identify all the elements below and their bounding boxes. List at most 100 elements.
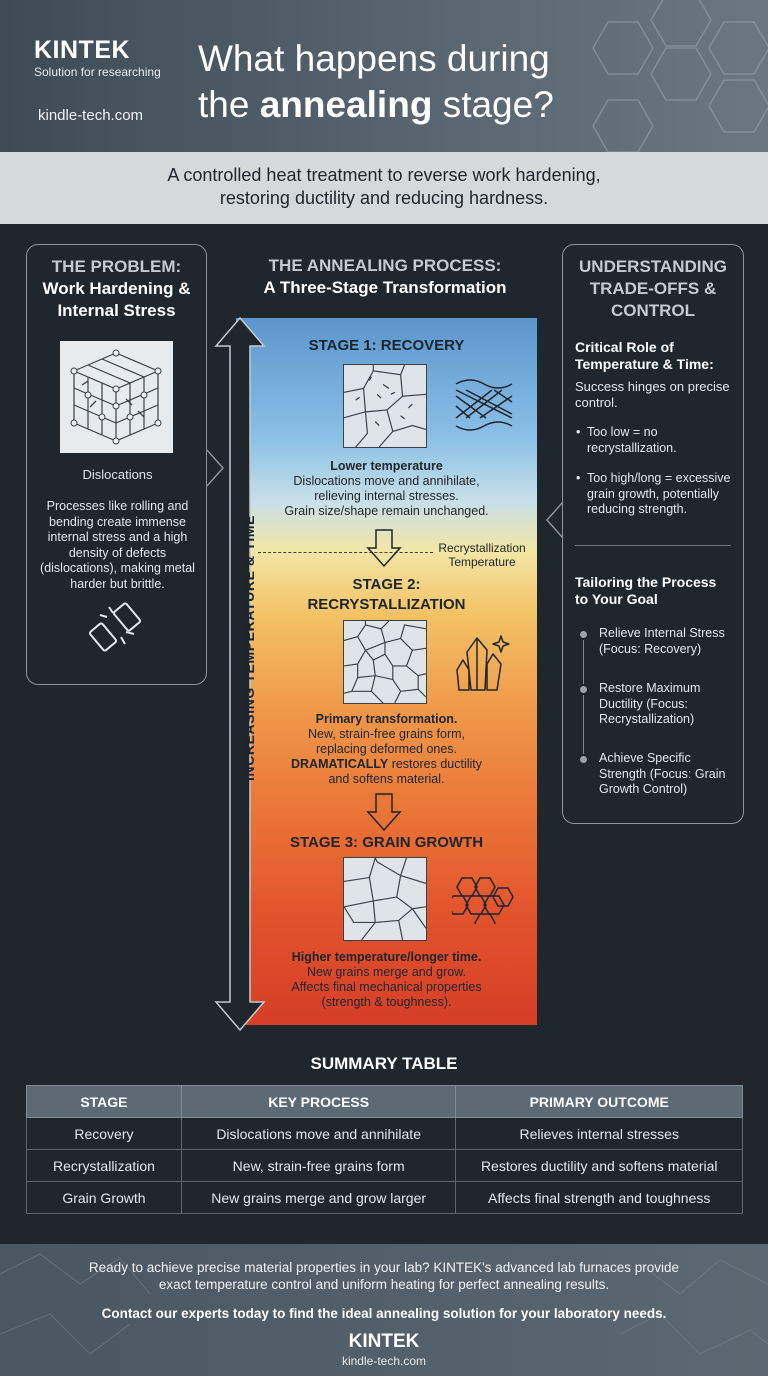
table-cell: Affects final strength and toughness xyxy=(455,1181,743,1214)
table-cell: New grains merge and grow larger xyxy=(180,1181,457,1214)
tradeoffs-heading-3: CONTROL xyxy=(610,301,696,320)
table-cell: Recovery xyxy=(26,1117,182,1150)
goal-timeline xyxy=(583,635,584,763)
title-line-2-pre: the xyxy=(198,84,260,125)
problem-panel: THE PROBLEM: Work Hardening & Internal S… xyxy=(26,244,207,685)
title-emphasis: annealing xyxy=(259,84,433,125)
critical-text-2: control. xyxy=(575,395,618,410)
table-row: Grain Growth New grains merge and grow l… xyxy=(26,1181,743,1214)
hexagon-cluster-icon xyxy=(452,877,514,924)
header-banner: KINTEK Solution for researching kindle-t… xyxy=(0,0,768,152)
recrystallization-temperature-label: Recrystallization Temperature xyxy=(432,541,532,569)
bullet-2-b: grain growth, potentially xyxy=(587,486,720,501)
table-row: Recrystallization New, strain-free grain… xyxy=(26,1149,743,1182)
axis-arrow-icon xyxy=(214,316,266,1032)
footer-brand-logo: KINTEK xyxy=(348,1331,420,1352)
bullet-too-low: Too low = no recrystallization. xyxy=(575,425,735,456)
goal-3: Achieve Specific Strength (Focus: Grain … xyxy=(599,751,735,798)
page-title: What happens during the annealing stage? xyxy=(198,36,554,128)
stage-3-title: STAGE 3: GRAIN GROWTH xyxy=(289,834,484,851)
process-heading: THE ANNEALING PROCESS: A Three-Stage Tra… xyxy=(245,255,525,299)
stage-2-grain-image xyxy=(343,620,427,704)
table-row: Recovery Dislocations move and annihilat… xyxy=(26,1117,743,1150)
stage-1-desc-3: Grain size/shape remain unchanged. xyxy=(284,504,489,518)
goal-2-b: Ductility (Focus: xyxy=(599,696,688,711)
stage-2-desc-3-bold: DRAMATICALLY xyxy=(291,757,389,771)
down-arrow-icon-2 xyxy=(366,793,402,832)
dislocation-lattice-icon xyxy=(60,341,173,453)
tailor-title-1: Tailoring the Process xyxy=(575,574,717,590)
goal-dot-1 xyxy=(578,629,589,640)
goal-1-a: Relieve Internal Stress xyxy=(599,626,725,640)
goal-dot-2 xyxy=(578,684,589,695)
tradeoffs-heading-1: UNDERSTANDING xyxy=(579,257,727,276)
stage-2-desc-2: replacing deformed ones. xyxy=(315,742,458,756)
stage-1-desc-1: Dislocations move and annihilate, xyxy=(293,474,480,488)
brand-tagline: Solution for researching xyxy=(34,65,161,79)
recrystallization-line xyxy=(258,552,433,553)
table-header-key-process: KEY PROCESS xyxy=(180,1085,457,1118)
table-cell: New, strain-free grains form xyxy=(180,1149,457,1182)
stage-2-lead: Primary transformation. xyxy=(315,712,458,726)
table-cell: Dislocations move and annihilate xyxy=(180,1117,457,1150)
footer-banner xyxy=(0,1244,768,1376)
stage-1-description: Lower temperature Dislocations move and … xyxy=(236,459,537,519)
pointer-left xyxy=(206,449,225,487)
table-header-row: STAGE KEY PROCESS PRIMARY OUTCOME xyxy=(26,1085,743,1118)
crystal-icon xyxy=(456,635,510,691)
table-cell: Recrystallization xyxy=(26,1149,182,1182)
website-link[interactable]: kindle-tech.com xyxy=(38,107,144,124)
critical-role-text: Success hinges on precise control. xyxy=(575,379,730,411)
goal-dot-3 xyxy=(578,754,589,765)
stage-3-lead: Higher temperature/longer time. xyxy=(291,950,482,964)
bullet-1-a: Too low = no xyxy=(587,425,658,439)
stage-3-desc-1: New grains merge and grow. xyxy=(306,965,467,979)
critical-role-title: Critical Role of Temperature & Time: xyxy=(575,339,714,373)
footer-text: Ready to achieve precise material proper… xyxy=(60,1259,708,1293)
summary-table: STAGE KEY PROCESS PRIMARY OUTCOME Recove… xyxy=(26,1085,743,1214)
goal-2: Restore Maximum Ductility (Focus: Recrys… xyxy=(599,681,735,728)
stage-2-description: Primary transformation. New, strain-free… xyxy=(236,712,537,787)
stage-2-desc-3-rest: restores ductility xyxy=(388,757,482,771)
stage-1-grain-image xyxy=(343,364,427,448)
table-cell: Relieves internal stresses xyxy=(455,1117,743,1150)
subtitle-band: A controlled heat treatment to reverse w… xyxy=(0,152,768,224)
hexagon-pattern-icon xyxy=(592,0,768,152)
goal-2-a: Restore Maximum xyxy=(599,681,701,695)
stage-2-title: STAGE 2: RECRYSTALLIZATION xyxy=(236,575,537,615)
down-arrow-icon xyxy=(366,529,402,568)
stage-2-title-1: STAGE 2: xyxy=(352,576,421,593)
table-cell: Grain Growth xyxy=(26,1181,182,1214)
process-subheading: A Three-Stage Transformation xyxy=(263,278,507,297)
bullet-1-b: recrystallization. xyxy=(587,440,677,455)
problem-heading-cap: THE PROBLEM: xyxy=(51,257,182,276)
stage-1-lead: Lower temperature xyxy=(330,459,443,473)
stage-3-desc-3: (strength & toughness). xyxy=(321,995,452,1009)
process-heading-cap: THE ANNEALING PROCESS: xyxy=(268,256,502,275)
tailor-title: Tailoring the Process to Your Goal xyxy=(575,574,716,608)
lattice-wave-icon xyxy=(455,379,513,431)
subtitle-line-2: restoring ductility and reducing hardnes… xyxy=(219,188,549,208)
footer-website-link[interactable]: kindle-tech.com xyxy=(341,1354,427,1368)
footer-cta[interactable]: Contact our experts today to find the id… xyxy=(101,1306,667,1321)
panel-divider xyxy=(575,545,731,546)
recryst-temp-1: Recrystallization xyxy=(438,541,526,555)
tradeoffs-panel: UNDERSTANDING TRADE-OFFS & CONTROL Criti… xyxy=(562,244,744,824)
table-header-stage: STAGE xyxy=(26,1085,182,1118)
bullet-2-a: Too high/long = excessive xyxy=(587,471,731,485)
critical-title-2: Temperature & Time: xyxy=(575,356,714,372)
stage-2-desc-4: and softens material. xyxy=(328,772,445,786)
stage-2-title-2: RECRYSTALLIZATION xyxy=(307,596,466,613)
stage-2-desc-1: New, strain-free grains form, xyxy=(308,727,465,741)
stage-1-desc-2: relieving internal stresses. xyxy=(314,489,459,503)
problem-heading: THE PROBLEM: Work Hardening & Internal S… xyxy=(27,256,206,322)
broken-link-icon xyxy=(89,602,142,652)
footer-text-2: exact temperature control and uniform he… xyxy=(158,1277,610,1292)
title-line-2-post: stage? xyxy=(432,84,554,125)
table-header-primary-outcome: PRIMARY OUTCOME xyxy=(455,1085,743,1118)
pointer-right xyxy=(545,501,564,539)
stage-3-description: Higher temperature/longer time. New grai… xyxy=(236,950,537,1010)
goal-3-c: Growth Control) xyxy=(599,782,688,796)
summary-title: SUMMARY TABLE xyxy=(310,1054,458,1073)
problem-subheading-1: Work Hardening & xyxy=(42,279,191,298)
